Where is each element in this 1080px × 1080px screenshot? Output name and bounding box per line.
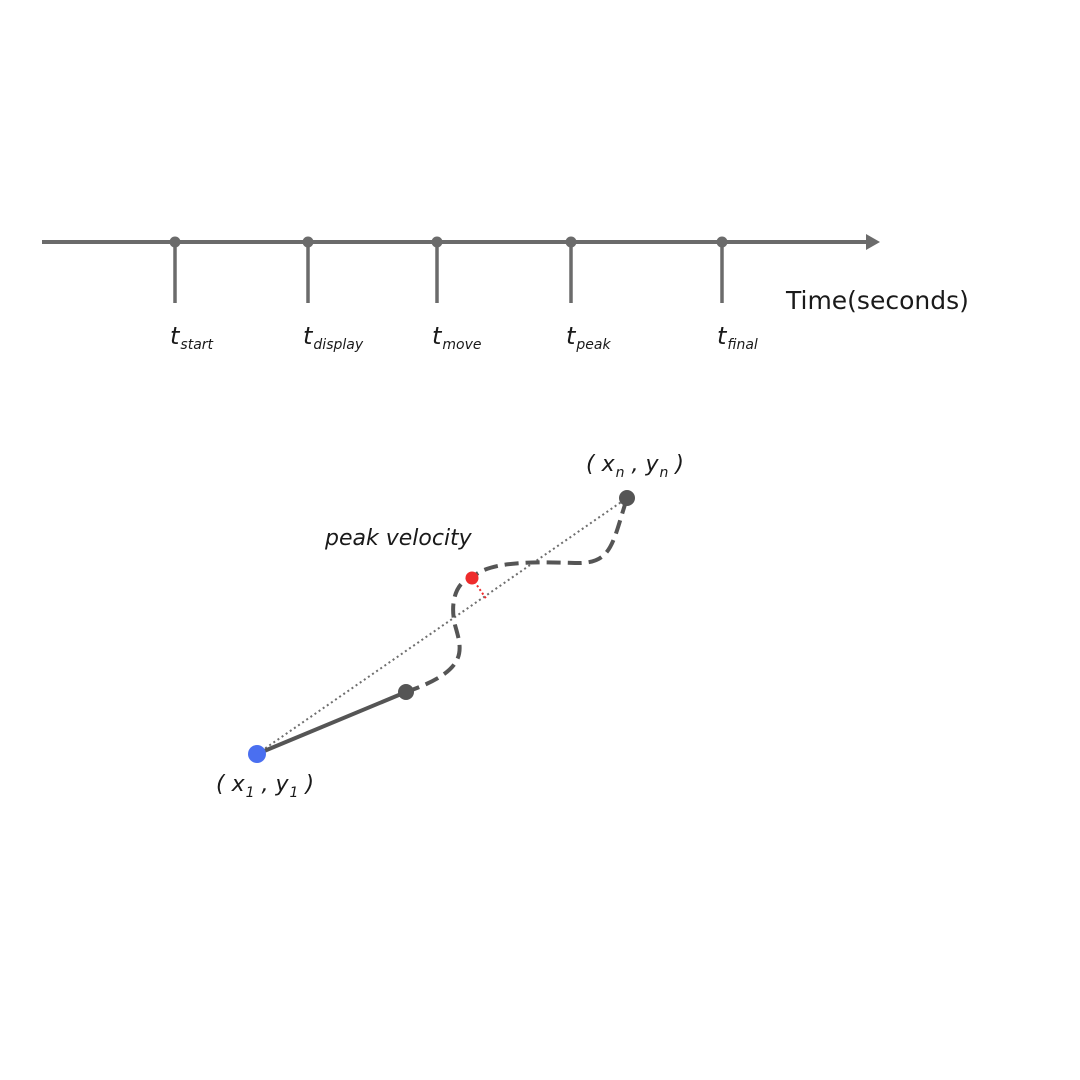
tick-final — [716, 236, 728, 303]
tick-label-move: tmove — [432, 322, 482, 353]
end-point-label: ( xn , yn ) — [586, 452, 684, 481]
start-point-label: ( x1 , y1 ) — [216, 772, 315, 801]
waypoint-dot — [398, 684, 414, 700]
tick-peak — [565, 236, 577, 303]
peak-velocity-dot — [465, 571, 479, 585]
start-point-dot — [248, 745, 266, 763]
time-axis-arrowhead — [866, 234, 880, 250]
tick-move — [431, 236, 443, 303]
time-axis-label: Time(seconds) — [786, 286, 969, 315]
end-point-dot — [619, 490, 635, 506]
peak-velocity-label: peak velocity — [325, 526, 472, 551]
tick-label-display: tdisplay — [303, 322, 364, 353]
tick-label-final: tfinal — [717, 322, 758, 353]
initial-movement-segment — [256, 690, 407, 756]
tick-label-start: tstart — [170, 322, 214, 353]
tick-display — [302, 236, 314, 303]
tick-label-peak: tpeak — [566, 322, 611, 353]
tick-start — [169, 236, 181, 303]
